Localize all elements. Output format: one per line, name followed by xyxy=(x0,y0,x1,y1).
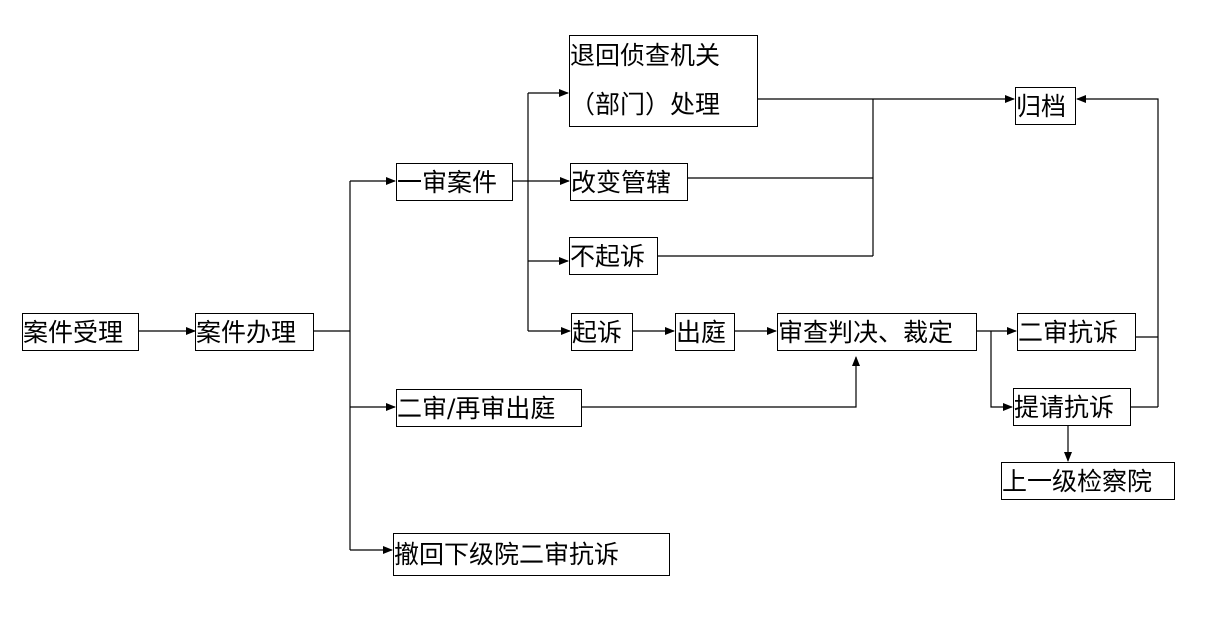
node-archive: 归档 xyxy=(1015,87,1076,125)
node-case-accept-label: 案件受理 xyxy=(23,317,124,347)
node-withdraw-appeal-label: 撤回下级院二审抗诉 xyxy=(394,540,620,569)
arrow-review-to-request-protest xyxy=(990,331,1013,411)
node-review-judgment: 审查判决、裁定 xyxy=(777,313,977,351)
node-return-line2: （部门）处理 xyxy=(570,90,721,119)
node-no-prosecution: 不起诉 xyxy=(569,237,658,275)
node-review-judgment-label: 审查判决、裁定 xyxy=(778,317,954,347)
node-court-appear: 出庭 xyxy=(675,313,735,351)
arrow-right-bus-to-archive xyxy=(1076,95,1159,407)
node-request-protest-label: 提请抗诉 xyxy=(1014,392,1115,422)
node-second-retrial: 二审/再审出庭 xyxy=(396,389,582,427)
node-withdraw-appeal: 撤回下级院二审抗诉 xyxy=(393,533,670,576)
node-request-protest: 提请抗诉 xyxy=(1013,388,1131,426)
node-case-handle-label: 案件办理 xyxy=(196,317,297,347)
node-case-accept: 案件受理 xyxy=(22,313,139,351)
node-prosecute-label: 起诉 xyxy=(572,317,623,347)
node-archive-label: 归档 xyxy=(1016,91,1067,121)
arrow-retrial-to-review xyxy=(582,356,860,408)
node-upper-procuratorate-label: 上一级检察院 xyxy=(1002,466,1153,496)
node-no-prosecution-label: 不起诉 xyxy=(570,241,646,271)
node-first-instance-label: 一审案件 xyxy=(397,167,498,197)
node-upper-procuratorate: 上一级检察院 xyxy=(1001,462,1175,500)
node-second-protest: 二审抗诉 xyxy=(1017,313,1136,351)
node-second-retrial-label: 二审/再审出庭 xyxy=(397,393,556,423)
node-change-jurisdiction-label: 改变管辖 xyxy=(571,167,672,197)
node-return-to-investigation: 退回侦查机关 （部门）处理 xyxy=(569,35,758,127)
node-second-protest-label: 二审抗诉 xyxy=(1018,317,1119,347)
node-court-appear-label: 出庭 xyxy=(676,317,727,347)
node-return-line1: 退回侦查机关 xyxy=(570,41,721,71)
node-case-handle: 案件办理 xyxy=(195,313,314,351)
node-change-jurisdiction: 改变管辖 xyxy=(570,163,688,201)
node-prosecute: 起诉 xyxy=(571,313,633,351)
node-first-instance: 一审案件 xyxy=(396,163,513,201)
